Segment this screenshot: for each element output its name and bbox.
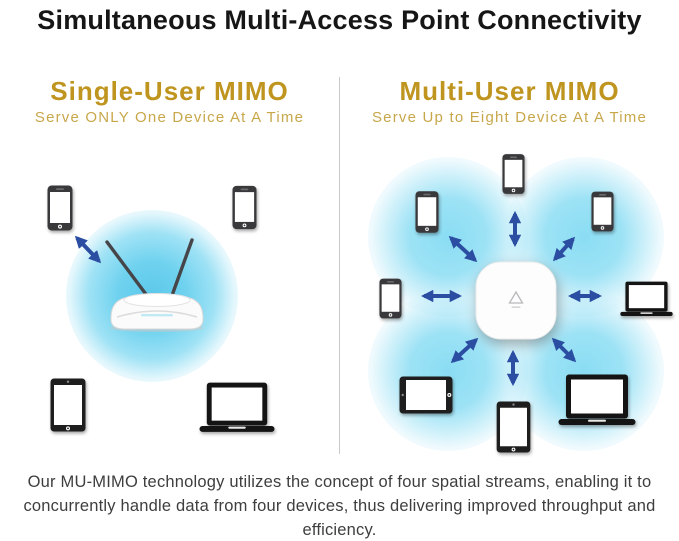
single-user-mimo-subtitle: Serve ONLY One Device At A Time <box>34 109 305 126</box>
smartphone-icon <box>591 189 614 234</box>
access-point-icon <box>474 260 558 342</box>
multi-user-mimo-subtitle: Serve Up to Eight Device At A Time <box>371 109 648 126</box>
multi-user-mimo-title: Multi-User MIMO <box>399 76 620 106</box>
wifi-router-icon <box>97 237 217 333</box>
smartphone-icon <box>502 152 525 196</box>
tablet-icon <box>496 401 531 453</box>
laptop-icon <box>199 382 275 433</box>
smartphone-icon <box>232 185 257 230</box>
single-user-mimo-title: Single-User MIMO <box>50 76 289 106</box>
smartphone-icon <box>47 185 73 231</box>
laptop-icon <box>620 281 673 317</box>
description-text: Our MU-MIMO technology utilizes the conc… <box>23 473 656 539</box>
tablet-icon <box>50 378 86 432</box>
panel-divider <box>339 77 340 454</box>
page-title: Simultaneous Multi-Access Point Connecti… <box>37 5 642 35</box>
smartphone-icon <box>379 276 402 321</box>
tablet-landscape-icon <box>399 376 453 414</box>
laptop-icon <box>558 374 636 426</box>
smartphone-icon <box>415 189 439 235</box>
